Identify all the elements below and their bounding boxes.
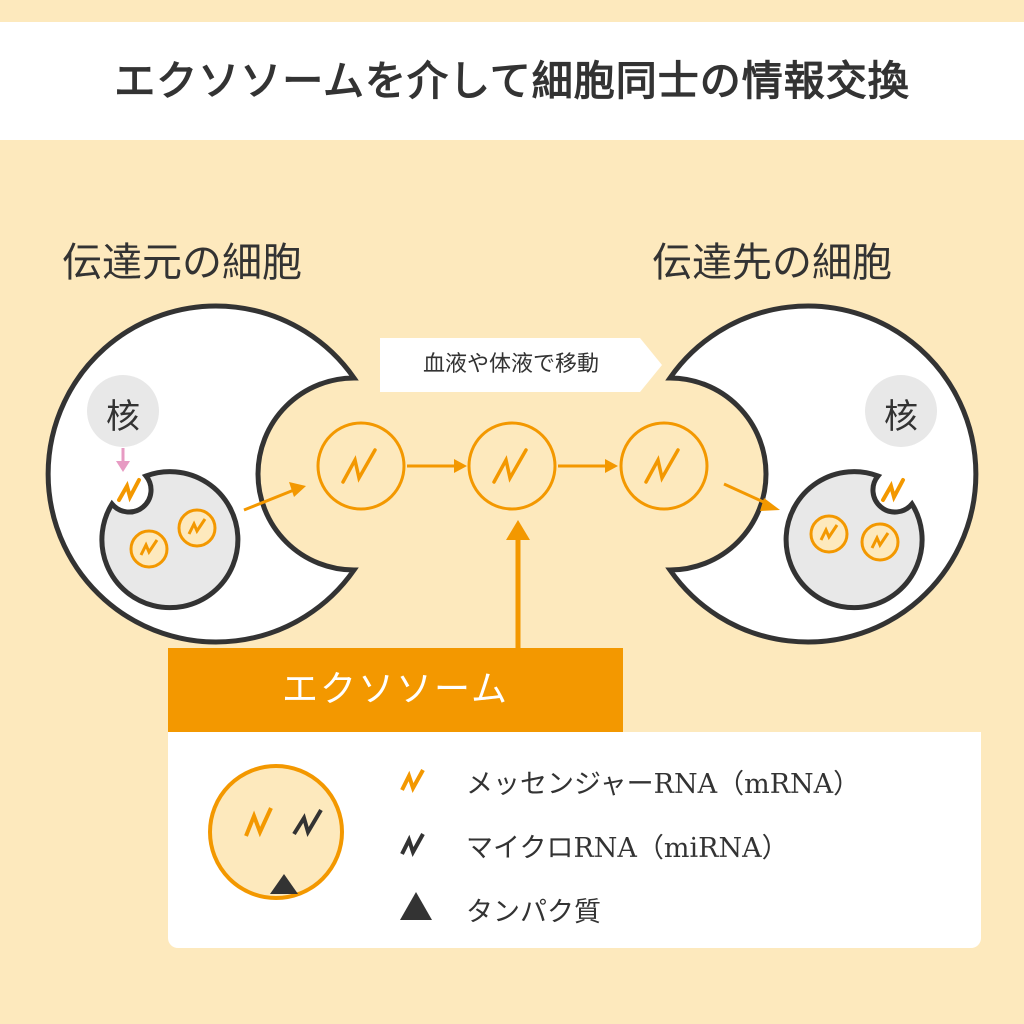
flow-arrow-1 [243, 482, 306, 512]
transit-exosome-1 [316, 421, 406, 511]
target-cell-label: 伝達先の細胞 [652, 240, 892, 286]
flow-arrow-4 [723, 482, 780, 511]
source-exosome-1 [177, 508, 217, 548]
transit-exosome-3 [619, 421, 709, 511]
target-nucleus-label: 核 [884, 397, 918, 437]
source-exosome-2 [129, 529, 169, 569]
source-cell-label: 伝達元の細胞 [62, 240, 302, 286]
legend-mrna-label: メッセンジャーRNA（mRNA） [466, 769, 861, 800]
mrna-squiggle-icon [400, 769, 425, 793]
mirna-squiggle-icon [400, 833, 425, 857]
legend-mirna-label: マイクロRNA（miRNA） [466, 833, 789, 864]
target-nucleus [865, 375, 937, 447]
protein-triangle-icon [400, 892, 432, 920]
flow-arrow-2 [407, 459, 467, 473]
source-nucleus [87, 375, 159, 447]
legend-protein-label: タンパク質 [466, 897, 601, 928]
source-cell [45, 303, 359, 645]
source-organelle [99, 469, 241, 611]
title-bar: エクソソームを介して細胞同士の情報交換 [0, 22, 1024, 140]
legend-exosome [208, 764, 344, 900]
exosome-banner-label: エクソソーム [282, 669, 509, 710]
flow-arrow-3 [558, 459, 618, 473]
legend-graphics [208, 764, 432, 920]
target-exosome-1 [809, 514, 849, 554]
transit-exosome-2 [467, 421, 557, 511]
exosome-banner: エクソソーム [168, 648, 623, 732]
pink-arrow-head [116, 461, 130, 472]
legend-panel: メッセンジャーRNA（mRNA） マイクロRNA（miRNA） タンパク質 [168, 732, 981, 948]
target-organelle [783, 469, 925, 611]
exosome-pointer-arrow [506, 520, 530, 648]
target-cell [665, 303, 979, 645]
transport-label: 血液や体液で移動 [422, 352, 599, 377]
target-exosome-2 [860, 522, 900, 562]
transport-callout [380, 338, 662, 392]
page-title: エクソソームを介して細胞同士の情報交換 [114, 57, 910, 105]
source-nucleus-label: 核 [106, 397, 140, 437]
